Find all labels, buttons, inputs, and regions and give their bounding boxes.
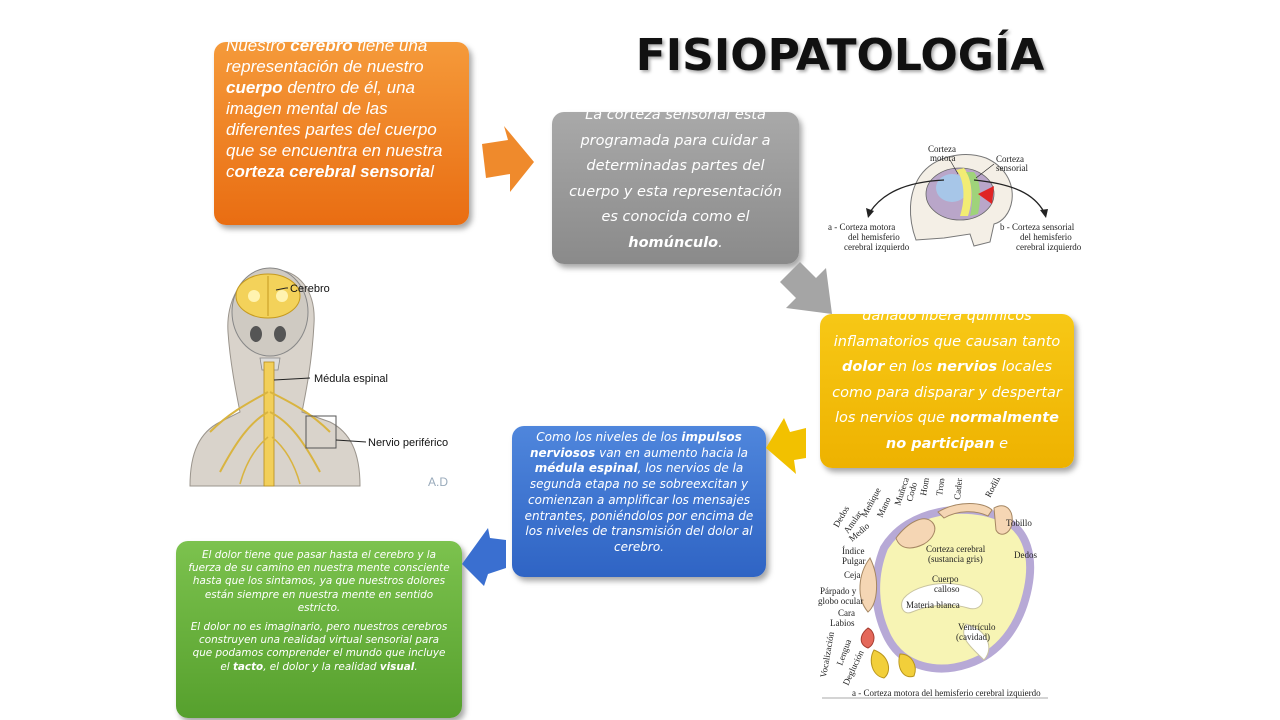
nervous-system-figure: Cerebro Médula espinal Nervio periférico… <box>189 267 448 489</box>
label-cerebro: Cerebro <box>290 283 330 295</box>
bold-term-impulsos: impulsos nerviosos <box>529 430 742 460</box>
blue-arrow <box>462 528 506 586</box>
green-paragraph-2: El dolor no es imaginario, pero nuestros… <box>188 621 450 674</box>
blue-text-box: Como los niveles de los impulsos nervios… <box>512 426 766 577</box>
label-ceja: Ceja <box>844 570 861 580</box>
label-parpado: Párpado y <box>820 586 857 596</box>
bold-term-cuerpo: cuerpo <box>226 78 283 97</box>
label-medula-espinal: Médula espinal <box>314 373 388 385</box>
label-calloso: calloso <box>934 584 960 594</box>
label-ventriculo: Ventrículo <box>958 622 996 632</box>
label-a-cerebral: cerebral izquierdo <box>844 242 910 252</box>
label-dedos-pie: Dedos <box>1014 550 1037 560</box>
label-globo-ocular: globo ocular <box>818 596 863 606</box>
label-b-sensorial: b - Corteza sensorial <box>1000 222 1075 232</box>
text-run: La corteza sensorial está programada par… <box>569 112 782 225</box>
bold-term-tacto: tacto <box>232 660 264 673</box>
label-pulgar: Pulgar <box>842 556 866 566</box>
bold-term-homunculo: homúnculo <box>628 234 719 251</box>
bold-term-visual: visual <box>379 660 415 673</box>
gray-text-box: La corteza sensorial está programada par… <box>552 112 799 264</box>
green-text-box: El dolor tiene que pasar hasta el cerebr… <box>176 541 462 718</box>
blue-box-text: Como los niveles de los impulsos nervios… <box>512 426 766 556</box>
label-nervio-periferico: Nervio periférico <box>368 437 448 449</box>
label-vocalizacion: Vocalización <box>818 631 836 679</box>
label-corteza-motora-2: motora <box>930 153 956 163</box>
green-paragraph-1: El dolor tiene que pasar hasta el cerebr… <box>188 549 450 614</box>
page-title: FISIOPATOLOGÍA <box>635 30 1045 81</box>
text-run: El dolor no es imaginario, pero nuestros… <box>190 621 448 673</box>
text-run: e <box>994 435 1009 452</box>
label-materia-blanca: Materia blanca <box>906 600 960 610</box>
bold-term-normalmente: normalmente <box>949 410 1060 427</box>
green-box-text: El dolor tiene que pasar hasta el cerebr… <box>176 541 462 674</box>
label-rodilla: Rodilla <box>983 478 1004 499</box>
label-cavidad: (cavidad) <box>956 632 990 642</box>
yellow-text-box: dañado libera químicos inflamatorios que… <box>820 314 1074 468</box>
label-a-motora: a - Corteza motora <box>828 222 895 232</box>
text-run: tiene una representación de nuestro <box>226 42 428 76</box>
label-labios: Labios <box>830 618 855 628</box>
bold-term-cerebro: cerebro <box>290 42 353 55</box>
bold-term-nervios: nervios <box>936 359 998 376</box>
text-run: Como los niveles de los <box>536 430 682 444</box>
brain-cortex-figure: Corteza motora Corteza sensorial a - Cor… <box>828 144 1082 252</box>
text-run: en los <box>884 359 937 376</box>
label-corteza-cerebral: Corteza cerebral <box>926 544 986 554</box>
text-run: locales como para disparar y despertar l… <box>832 359 1062 427</box>
bold-term-corteza: orteza cerebral sensoria <box>234 162 431 181</box>
label-corteza-sensorial-2: sensorial <box>996 163 1028 173</box>
text-run: dañado libera químicos inflamatorios que… <box>833 314 1061 350</box>
label-b-hemisferio: del hemisferio <box>1020 232 1072 242</box>
label-tronco: Tronco <box>934 478 948 496</box>
text-run: Nuestro <box>226 42 291 55</box>
text-run: , el dolor y la realidad <box>263 660 380 673</box>
homunculus-figure: Dedos Anular Medio Índice Pulgar Meñique… <box>818 478 1048 699</box>
text-run: dentro de él, una imagen mental de las d… <box>226 78 443 181</box>
label-a-hemisferio: del hemisferio <box>848 232 900 242</box>
text-run: , los nervios de la segunda etapa no se … <box>524 461 754 554</box>
label-b-cerebral: cerebral izquierdo <box>1016 242 1082 252</box>
bold-term-dolor: dolor <box>841 359 885 376</box>
text-run: . <box>414 660 418 673</box>
homunculus-caption: a - Corteza motora del hemisferio cerebr… <box>852 688 1041 698</box>
label-cuerpo: Cuerpo <box>932 574 959 584</box>
label-cadera: Cadera <box>952 478 965 500</box>
label-tobillo: Tobillo <box>1006 518 1032 528</box>
bold-term-no-participan: no participan <box>885 435 995 452</box>
watermark: A.D <box>428 475 448 489</box>
orange-text-box: Nuestro cerebro tiene una representación… <box>214 42 469 225</box>
text-run: l <box>430 162 434 181</box>
label-corteza-sensorial: Corteza <box>996 154 1024 164</box>
yellow-box-text: dañado libera químicos inflamatorios que… <box>820 314 1074 458</box>
label-corteza-motora: Corteza <box>928 144 956 154</box>
label-sustancia-gris: (sustancia gris) <box>928 554 983 564</box>
orange-box-text: Nuestro cerebro tiene una representación… <box>214 42 469 182</box>
text-run: van en aumento hacia la <box>595 445 749 460</box>
gray-box-text: La corteza sensorial está programada par… <box>552 112 799 256</box>
bold-term-medula: médula espinal <box>534 461 638 476</box>
label-cara: Cara <box>838 608 855 618</box>
gray-arrow <box>780 262 832 314</box>
label-hombro: Hombro <box>918 478 933 496</box>
yellow-arrow <box>766 418 806 474</box>
orange-arrow <box>482 126 534 192</box>
label-indice: Índice <box>842 546 865 556</box>
text-run: . <box>718 234 723 251</box>
